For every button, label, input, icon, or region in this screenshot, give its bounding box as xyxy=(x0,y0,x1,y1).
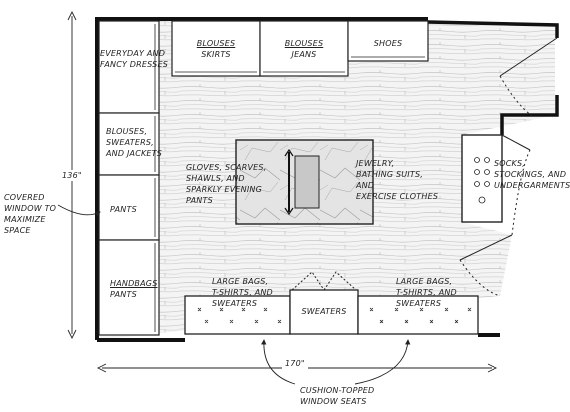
label-dresses: EVERYDAY AND FANCY DRESSES xyxy=(100,48,168,70)
label-line: T-SHIRTS, AND xyxy=(212,288,273,297)
label-line: UNDERGARMENTS xyxy=(494,181,570,190)
label-width-dimension: 170" xyxy=(282,358,308,369)
label-line: SPARKLY EVENING xyxy=(186,185,263,194)
label-blouses-jeans: BLOUSES JEANS xyxy=(264,38,344,60)
label-cushion-seats: CUSHION-TOPPED WINDOW SEATS xyxy=(300,385,374,407)
seat-callout-arrow-left xyxy=(261,339,296,385)
label-line: SPACE xyxy=(4,226,31,235)
label-jewelry: JEWELRY, BATHING SUITS, AND EXERCISE CLO… xyxy=(356,158,438,202)
label-line: GLOVES, SCARVES, xyxy=(186,163,267,172)
label-line: SWEATERS xyxy=(396,299,442,308)
label-line: SWEATERS xyxy=(212,299,258,308)
label-line: PANTS xyxy=(186,196,213,205)
label-socks: SOCKS, STOCKINGS, AND UNDERGARMENTS xyxy=(494,158,570,191)
label-line: BLOUSES, xyxy=(106,127,148,136)
door-lower xyxy=(501,134,531,151)
window-callout-arrow xyxy=(57,204,101,217)
bottom-wall xyxy=(97,333,500,342)
label-shoes: SHOES xyxy=(373,39,403,48)
label-sweaters: SWEATERS xyxy=(301,307,347,316)
cabinet-dresses xyxy=(98,20,160,114)
label-line: BATHING SUITS, xyxy=(356,170,423,179)
label-line: MAXIMIZE xyxy=(4,215,46,224)
label-line: SHAWLS, AND xyxy=(186,174,245,183)
door-upper xyxy=(499,37,558,77)
seat-callout-arrow-right xyxy=(354,339,411,385)
label-line: JEWELRY, xyxy=(356,159,395,168)
label-line: EVERYDAY AND xyxy=(100,49,166,58)
label-line: CUSHION-TOPPED xyxy=(300,386,375,395)
label-line: SKIRTS xyxy=(201,50,231,59)
label-covered-window: COVERED WINDOW TO MAXIMIZE SPACE xyxy=(4,192,56,236)
label-line: BLOUSES xyxy=(284,39,324,48)
window-seat-right xyxy=(357,295,479,335)
label-large-bags-left: LARGE BAGS, T-SHIRTS, AND SWEATERS xyxy=(212,276,273,309)
label-line: PANTS xyxy=(110,290,137,299)
label-blouses-skirts: BLOUSES SKIRTS xyxy=(176,38,256,60)
label-line: T-SHIRTS, AND xyxy=(396,288,457,297)
label-line: HANDBAGS xyxy=(110,279,158,288)
label-height-dimension: 136" xyxy=(60,170,84,181)
label-handbags-pants: HANDBAGS PANTS xyxy=(110,278,157,300)
cabinet-handbags xyxy=(98,239,160,336)
label-line: AND xyxy=(356,181,375,190)
label-line: EXERCISE CLOTHES xyxy=(356,192,439,201)
label-pants: PANTS xyxy=(110,205,137,214)
label-line: LARGE BAGS, xyxy=(396,277,453,286)
cabinet-shoes xyxy=(347,20,429,62)
label-line: BLOUSES xyxy=(196,39,236,48)
right-wall xyxy=(500,95,559,135)
label-blouses-sweaters-jackets: BLOUSES, SWEATERS, AND JACKETS xyxy=(106,126,162,159)
label-line: STOCKINGS, AND xyxy=(494,170,567,179)
label-gloves-scarves: GLOVES, SCARVES, SHAWLS, AND SPARKLY EVE… xyxy=(186,162,266,206)
island-top xyxy=(294,155,320,209)
label-line: JEANS xyxy=(291,50,317,59)
window-seat-left xyxy=(184,295,291,335)
label-line: WINDOW SEATS xyxy=(300,397,367,406)
label-large-bags-right: LARGE BAGS, T-SHIRTS, AND SWEATERS xyxy=(396,276,457,309)
cabinet-blouses-skirts xyxy=(171,20,261,77)
label-line: COVERED xyxy=(4,193,45,202)
label-line: SWEATERS, xyxy=(106,138,154,147)
label-line: FANCY DRESSES xyxy=(100,60,168,69)
cabinet-blouses-sweaters xyxy=(98,112,160,176)
cabinet-socks xyxy=(461,134,503,223)
label-line: SOCKS, xyxy=(494,159,526,168)
label-line: AND JACKETS xyxy=(106,149,163,158)
label-line: LARGE BAGS, xyxy=(212,277,269,286)
label-line: WINDOW TO xyxy=(4,204,57,213)
